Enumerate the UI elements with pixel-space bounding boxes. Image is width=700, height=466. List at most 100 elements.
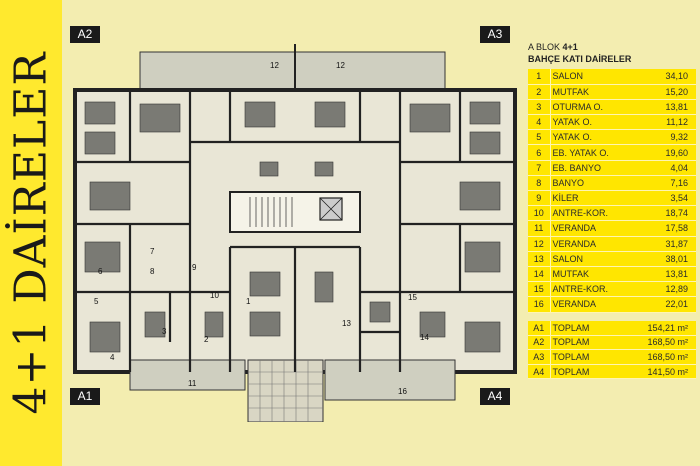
room-number: 10 <box>528 205 551 222</box>
room-name: SALON <box>550 69 646 85</box>
room-area: 13,81 <box>645 266 696 283</box>
room-area: 12,89 <box>645 281 696 298</box>
total-label: TOPLAM <box>550 335 616 351</box>
room-area: 11,12 <box>645 114 696 131</box>
room-name: YATAK O. <box>550 129 646 146</box>
room-name: BANYO <box>550 175 646 192</box>
room-number: 15 <box>528 281 551 298</box>
svg-text:7: 7 <box>150 247 155 256</box>
corner-label-a2: A2 <box>70 26 100 43</box>
room-name: VERANDA <box>550 236 646 252</box>
room-name: ANTRE-KOR. <box>550 205 646 222</box>
svg-text:6: 6 <box>98 267 103 276</box>
room-number: 16 <box>528 296 551 313</box>
svg-text:9: 9 <box>192 263 197 272</box>
room-number: 3 <box>528 99 551 116</box>
block-heading: A BLOK 4+1 <box>528 42 696 53</box>
unit-label: A1 <box>528 320 551 336</box>
svg-text:14: 14 <box>420 333 429 342</box>
room-area: 3,54 <box>645 190 696 207</box>
svg-text:8: 8 <box>150 267 155 276</box>
room-number: 11 <box>528 220 551 237</box>
room-number: 13 <box>528 251 551 267</box>
room-number: 9 <box>528 190 551 207</box>
veranda-bottom-right <box>324 359 456 401</box>
block-type: 4+1 <box>562 42 578 52</box>
room-area: 4,04 <box>645 160 696 176</box>
room-area: 19,60 <box>645 144 696 161</box>
unit-label: A2 <box>528 335 551 351</box>
plan-sheet: A2 A3 A1 A4 <box>62 0 700 466</box>
svg-text:12: 12 <box>270 61 279 70</box>
total-area: 154,21 m² <box>615 320 696 336</box>
room-area: 22,01 <box>645 296 696 313</box>
room-area: 7,16 <box>645 175 696 192</box>
room-number: 6 <box>528 144 551 161</box>
veranda-top-right <box>294 51 446 91</box>
room-area: 13,81 <box>645 99 696 116</box>
room-name: VERANDA <box>550 296 646 313</box>
room-number: 12 <box>528 236 551 252</box>
entrance-hatch <box>247 359 324 422</box>
svg-text:16: 16 <box>398 387 407 396</box>
room-name: EB. BANYO <box>550 160 646 176</box>
legend-subtitle: BAHÇE KATI DAİRELER <box>528 54 632 64</box>
veranda-top-left <box>139 51 296 91</box>
room-number: 5 <box>528 129 551 146</box>
svg-text:12: 12 <box>336 61 345 70</box>
total-area: 168,50 m² <box>615 349 696 365</box>
room-name: YATAK O. <box>550 114 646 131</box>
total-area: 168,50 m² <box>615 335 696 351</box>
corner-label-a4: A4 <box>480 388 510 405</box>
room-name: MUTFAK <box>550 84 646 100</box>
svg-text:15: 15 <box>408 293 417 302</box>
svg-text:2: 2 <box>204 335 209 344</box>
furniture <box>84 101 501 353</box>
svg-text:3: 3 <box>162 327 167 336</box>
room-area: 34,10 <box>645 69 696 85</box>
block-prefix: A BLOK <box>528 42 563 52</box>
svg-text:4: 4 <box>110 353 115 362</box>
room-number: 7 <box>528 160 551 176</box>
svg-text:11: 11 <box>188 379 197 388</box>
room-area: 38,01 <box>645 251 696 267</box>
room-area: 15,20 <box>645 84 696 100</box>
svg-text:5: 5 <box>94 297 99 306</box>
side-band: 4+1 DAİRELER <box>0 0 62 466</box>
room-number: 8 <box>528 175 551 192</box>
room-name: ANTRE-KOR. <box>550 281 646 298</box>
room-name: EB. YATAK O. <box>550 144 646 161</box>
unit-label: A3 <box>528 349 551 365</box>
room-name: VERANDA <box>550 220 646 237</box>
room-area: 31,87 <box>645 236 696 252</box>
total-label: TOPLAM <box>550 364 616 380</box>
corner-label-a3: A3 <box>480 26 510 43</box>
unit-label: A4 <box>528 364 551 380</box>
room-name: KİLER <box>550 190 646 207</box>
interior-walls <box>75 90 515 372</box>
room-area: 9,32 <box>645 129 696 146</box>
svg-text:13: 13 <box>342 319 351 328</box>
room-number: 4 <box>528 114 551 131</box>
corner-label-a1: A1 <box>70 388 100 405</box>
